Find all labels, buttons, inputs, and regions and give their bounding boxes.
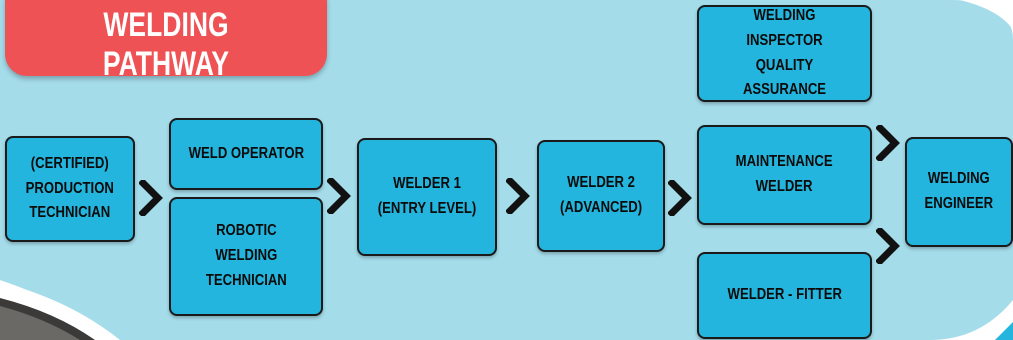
box-label: WELDER - FITTER [727, 286, 842, 304]
box-welder-1: WELDER 1 (ENTRY LEVEL) [357, 138, 497, 256]
page-title: WELDING PATHWAY [102, 6, 230, 83]
chevron-right-icon [876, 125, 900, 161]
chevron-right-icon [139, 180, 163, 216]
chevron-right-icon [668, 180, 692, 216]
box-label: WELDER 1 (ENTRY LEVEL) [377, 175, 477, 217]
box-label: ROBOTIC WELDING TECHNICIAN [205, 222, 287, 289]
box-welding-inspector: WELDING INSPECTOR QUALITY ASSURANCE [697, 5, 872, 102]
chevron-right-icon [876, 228, 900, 264]
box-label: WELDING ENGINEER [924, 170, 994, 212]
box-label: WELDER 2 (ADVANCED) [559, 174, 643, 216]
box-welding-engineer: WELDING ENGINEER [905, 137, 1013, 247]
box-welder-2: WELDER 2 (ADVANCED) [537, 140, 665, 252]
box-label: MAINTENANCE WELDER [736, 153, 833, 195]
box-robotic-welding-technician: ROBOTIC WELDING TECHNICIAN [169, 197, 323, 316]
box-label: (CERTIFIED) PRODUCTION TECHNICIAN [25, 154, 115, 222]
box-weld-operator: WELD OPERATOR [169, 118, 323, 190]
box-production-technician: (CERTIFIED) PRODUCTION TECHNICIAN [5, 136, 135, 242]
box-welder-fitter: WELDER - FITTER [697, 252, 872, 339]
chevron-right-icon [506, 178, 530, 214]
box-label: WELDING INSPECTOR QUALITY ASSURANCE [742, 6, 827, 99]
title-badge: WELDING PATHWAY [5, 0, 327, 83]
box-maintenance-welder: MAINTENANCE WELDER [697, 125, 872, 225]
chevron-right-icon [327, 178, 351, 214]
box-label: WELD OPERATOR [188, 144, 304, 162]
